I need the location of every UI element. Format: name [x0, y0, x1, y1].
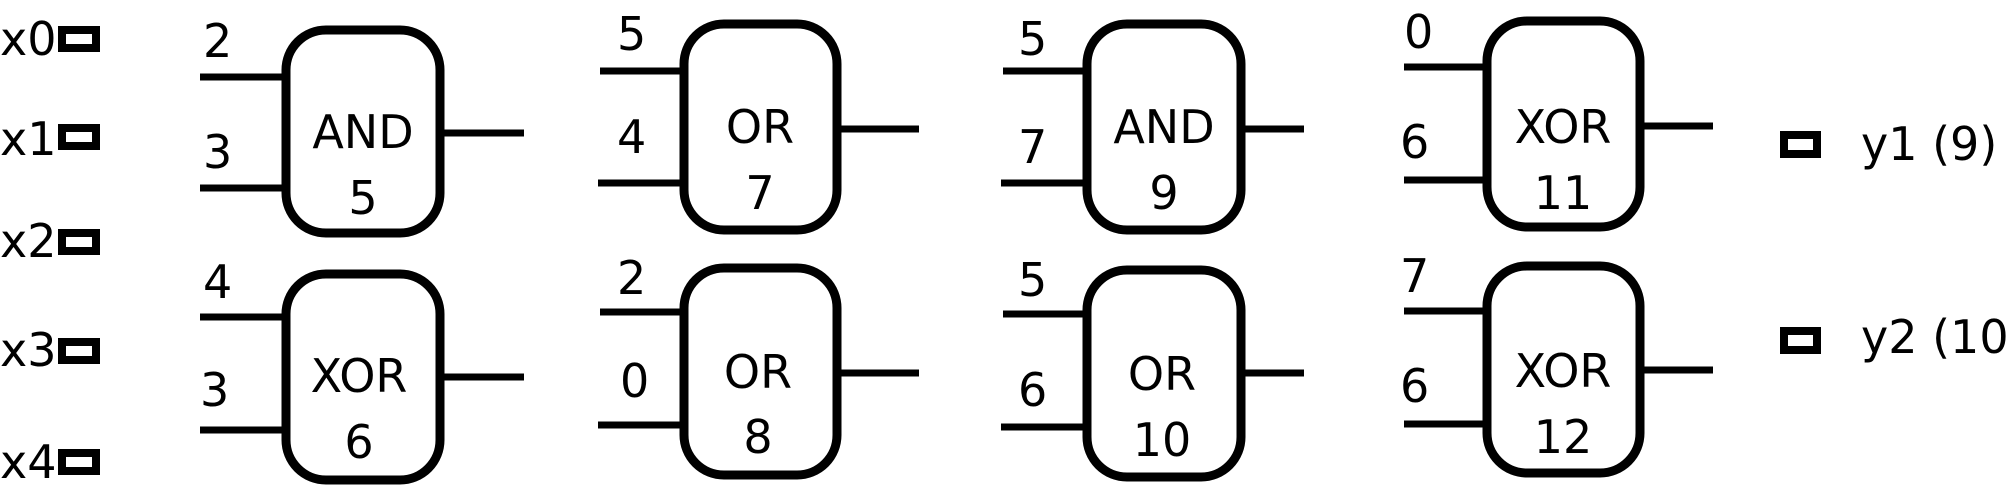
gate-body: [1482, 261, 1645, 478]
output-pin-y1: [1780, 131, 1821, 158]
gate-body: [1082, 19, 1246, 235]
gate-body: [1482, 16, 1645, 232]
gate-xor-6: 4 3 XOR 6: [200, 255, 524, 485]
gate-id-label: 7: [745, 166, 774, 220]
gate-input-1-label: 7: [1400, 249, 1429, 303]
gate-input-1-label: 0: [1404, 5, 1433, 59]
gate-input-1-label: 5: [1018, 12, 1047, 66]
gate-xor-11: 0 6 XOR 11: [1400, 5, 1713, 232]
input-label-x0: x0: [0, 12, 57, 66]
input-x1: x1: [0, 112, 100, 166]
input-label-x4: x4: [0, 435, 57, 489]
input-pin-x4: [58, 449, 100, 475]
gate-id-label: 11: [1534, 166, 1593, 220]
gate-body: [1082, 265, 1246, 482]
gate-type-label: XOR: [311, 349, 408, 403]
input-pin-x3: [58, 338, 100, 364]
output-y2: y2 (10): [1780, 310, 2010, 364]
gate-or-7: 5 4 OR 7: [598, 7, 919, 235]
gate-input-1-label: 5: [617, 7, 646, 61]
gate-type-label: AND: [312, 105, 413, 159]
gate-and-5: 2 3 AND 5: [200, 14, 524, 238]
input-x4: x4: [0, 435, 100, 489]
gate-xor-12: 7 6 XOR 12: [1400, 249, 1713, 478]
gate-type-label: AND: [1113, 100, 1214, 154]
gate-body: [281, 269, 445, 485]
output-pin-y2: [1780, 327, 1821, 354]
gate-input-2-label: 7: [1018, 120, 1047, 174]
gate-input-2-label: 4: [617, 110, 646, 164]
input-label-x1: x1: [0, 112, 57, 166]
input-x0: x0: [0, 12, 100, 66]
input-label-x2: x2: [0, 214, 57, 268]
output-y1: y1 (9): [1780, 117, 1997, 171]
gate-type-label: OR: [1128, 347, 1196, 401]
gate-id-label: 5: [348, 171, 377, 225]
input-pin-x2: [58, 229, 100, 255]
input-x2: x2: [0, 214, 100, 268]
gate-type-label: XOR: [1515, 344, 1612, 398]
gate-input-1-label: 2: [203, 14, 232, 68]
input-label-x3: x3: [0, 323, 57, 377]
gate-input-2-label: 6: [1400, 115, 1429, 169]
gate-input-1-label: 5: [1018, 253, 1047, 307]
gate-input-2-label: 3: [203, 125, 232, 179]
output-label-y1: y1 (9): [1861, 117, 1997, 171]
gate-input-2-label: 6: [1400, 359, 1429, 413]
gate-type-label: XOR: [1515, 100, 1612, 154]
input-pin-x1: [58, 124, 100, 150]
gate-input-2-label: 3: [200, 363, 229, 417]
gate-body: [679, 263, 842, 480]
gate-type-label: OR: [726, 100, 794, 154]
gate-input-1-label: 4: [203, 255, 232, 309]
input-pin-x0: [58, 26, 100, 52]
gate-and-9: 5 7 AND 9: [1001, 12, 1304, 235]
gate-input-2-label: 0: [620, 354, 649, 408]
gate-id-label: 9: [1149, 166, 1178, 220]
gate-id-label: 12: [1534, 410, 1593, 464]
gate-body: [679, 19, 842, 235]
gate-id-label: 10: [1133, 413, 1192, 467]
gate-id-label: 6: [344, 415, 373, 469]
gate-type-label: OR: [724, 345, 792, 399]
gate-input-2-label: 6: [1018, 363, 1047, 417]
input-x3: x3: [0, 323, 100, 377]
gate-or-10: 5 6 OR 10: [1001, 253, 1304, 482]
output-label-y2: y2 (10): [1861, 310, 2010, 364]
gate-or-8: 2 0 OR 8: [598, 251, 919, 480]
gate-input-1-label: 2: [617, 251, 646, 305]
gate-id-label: 8: [743, 410, 772, 464]
gate-body: [281, 25, 445, 238]
